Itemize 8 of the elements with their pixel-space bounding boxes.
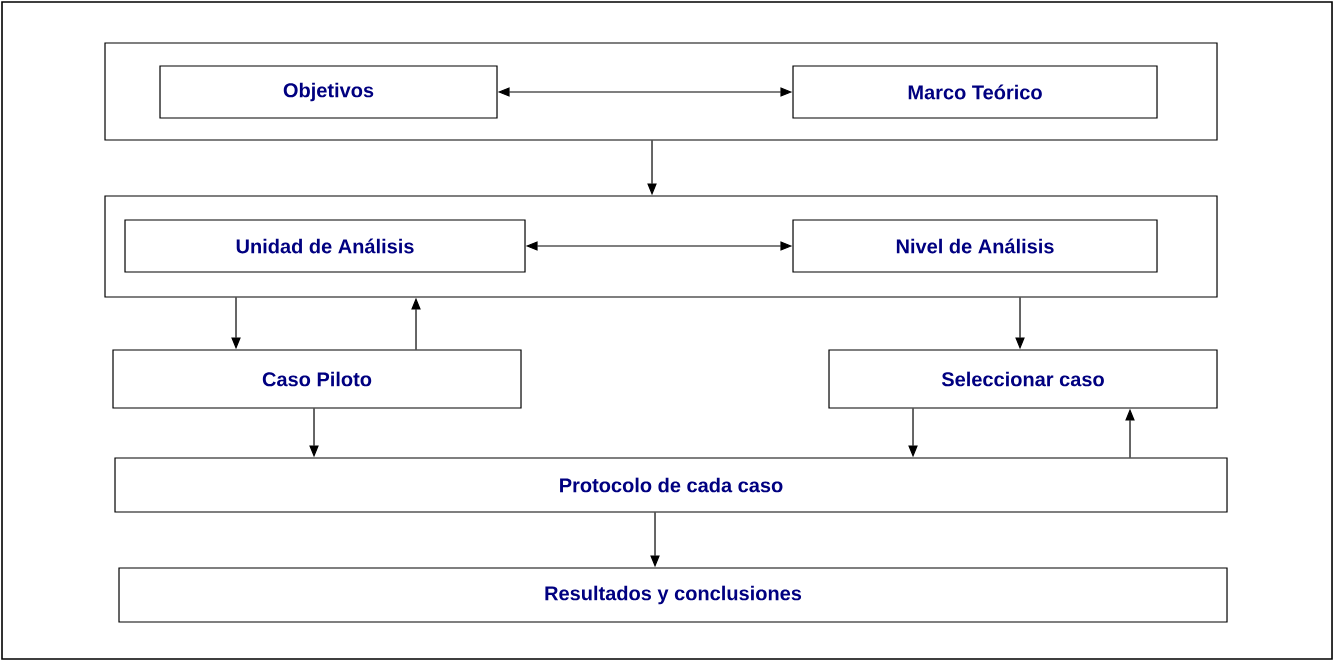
process-box: Resultados y conclusiones [118, 567, 1228, 623]
process-box: Protocolo de cada caso [114, 457, 1228, 513]
process-box: Caso Piloto [112, 349, 522, 409]
process-box: Marco Teórico [792, 65, 1158, 119]
process-box: Objetivos [159, 65, 498, 119]
process-box: Seleccionar caso [828, 349, 1218, 409]
process-box: Unidad de Análisis [124, 219, 526, 273]
process-box: Nivel de Análisis [792, 219, 1158, 273]
